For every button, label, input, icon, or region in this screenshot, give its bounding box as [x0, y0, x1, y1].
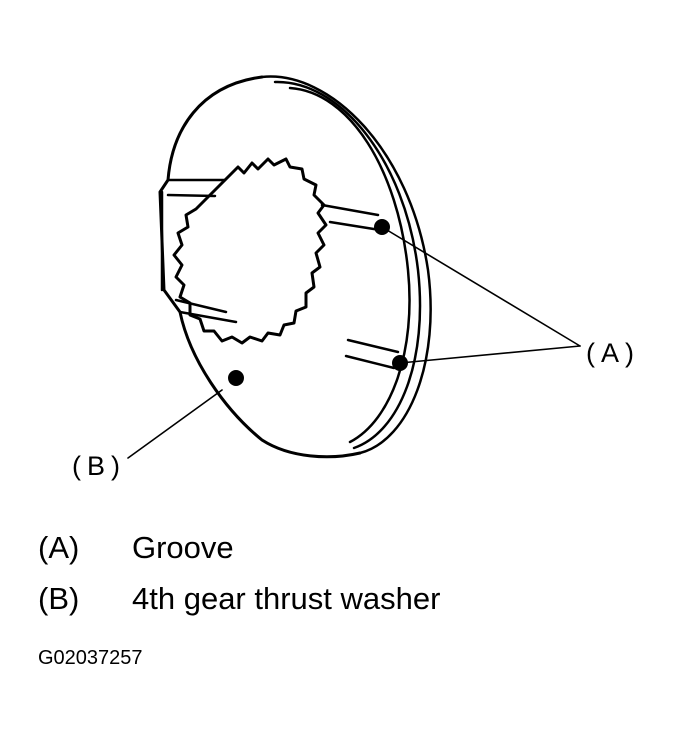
groove-left-lower: [174, 298, 238, 324]
groove-marker-dot: [392, 355, 408, 371]
splined-bore: [172, 157, 328, 345]
legend-text: Groove: [132, 530, 234, 565]
washer-marker-dot: [228, 370, 244, 386]
legend-row: (A) Groove: [38, 532, 234, 563]
legend-key: (A): [38, 530, 80, 565]
washer-rim: [260, 75, 432, 455]
groove-left-upper: [160, 178, 227, 292]
leader-lines: [127, 226, 581, 459]
callout-label-a: (A): [586, 338, 640, 368]
thrust-washer-illustration: [127, 75, 581, 459]
groove-marker-dot: [374, 219, 390, 235]
legend-text: 4th gear thrust washer: [132, 581, 441, 616]
legend-row: (B) 4th gear thrust washer: [38, 583, 440, 614]
groove-right-upper: [320, 203, 382, 232]
callout-label-b: (B): [72, 451, 126, 481]
washer-face: [158, 75, 362, 459]
legend-key: (B): [38, 581, 80, 616]
figure-id: G02037257: [38, 647, 143, 669]
groove-right-lower: [344, 338, 400, 370]
